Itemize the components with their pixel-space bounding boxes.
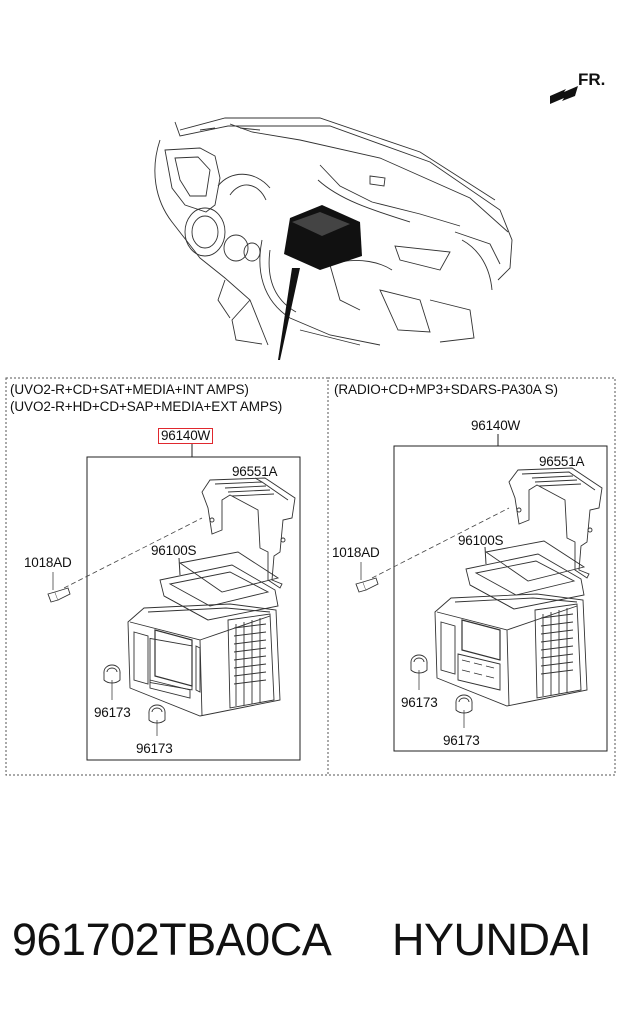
left-bracket bbox=[201, 477, 296, 589]
right-variant-panel-border bbox=[327, 377, 616, 776]
right-assembly-part-label[interactable]: 96140W bbox=[471, 418, 521, 433]
right-cover-part-label[interactable]: 96100S bbox=[458, 533, 504, 548]
right-knob-a-part-label[interactable]: 96173 bbox=[401, 695, 438, 710]
left-variant-line-1: (UVO2-R+CD+SAT+MEDIA+INT AMPS) bbox=[10, 382, 249, 397]
left-knob-b bbox=[148, 704, 166, 724]
left-knob-b-part-label[interactable]: 96173 bbox=[136, 741, 173, 756]
right-variant-line-1: (RADIO+CD+MP3+SDARS-PA30A S) bbox=[334, 382, 558, 397]
left-bracket-part-label[interactable]: 96551A bbox=[232, 464, 278, 479]
right-bracket-part-label[interactable]: 96551A bbox=[539, 454, 585, 469]
right-knob-b bbox=[455, 694, 473, 714]
left-radio-unit bbox=[127, 603, 281, 717]
right-assembly-box bbox=[393, 445, 608, 752]
left-assembly-box bbox=[86, 456, 301, 761]
right-leader-lines bbox=[360, 507, 510, 728]
right-bracket bbox=[508, 467, 603, 579]
left-knob-a-part-label[interactable]: 96173 bbox=[94, 705, 131, 720]
left-assembly-part-label[interactable]: 96140W bbox=[158, 428, 214, 444]
left-leader-lines bbox=[52, 517, 203, 736]
right-knob-a bbox=[410, 654, 428, 674]
front-direction-label: FR. bbox=[578, 70, 606, 89]
footer-brand: HYUNDAI bbox=[392, 914, 592, 965]
left-variant-line-2: (UVO2-R+HD+CD+SAP+MEDIA+EXT AMPS) bbox=[10, 399, 283, 414]
dashboard-illustration bbox=[154, 117, 513, 346]
right-bolt bbox=[355, 577, 379, 593]
front-direction-arrow-icon bbox=[550, 86, 578, 104]
right-cover-plate bbox=[465, 540, 586, 610]
head-unit-location-marker bbox=[278, 205, 362, 360]
left-cover-part-label[interactable]: 96100S bbox=[151, 543, 197, 558]
right-bolt-part-label[interactable]: 1018AD bbox=[332, 545, 380, 560]
left-bolt bbox=[47, 587, 71, 603]
right-radio-unit bbox=[434, 593, 588, 707]
left-knob-a bbox=[103, 664, 121, 684]
footer-part-number: 961702TBA0CA bbox=[12, 914, 332, 965]
right-knob-b-part-label[interactable]: 96173 bbox=[443, 733, 480, 748]
left-cover-plate bbox=[159, 551, 280, 621]
left-bolt-part-label[interactable]: 1018AD bbox=[24, 555, 72, 570]
